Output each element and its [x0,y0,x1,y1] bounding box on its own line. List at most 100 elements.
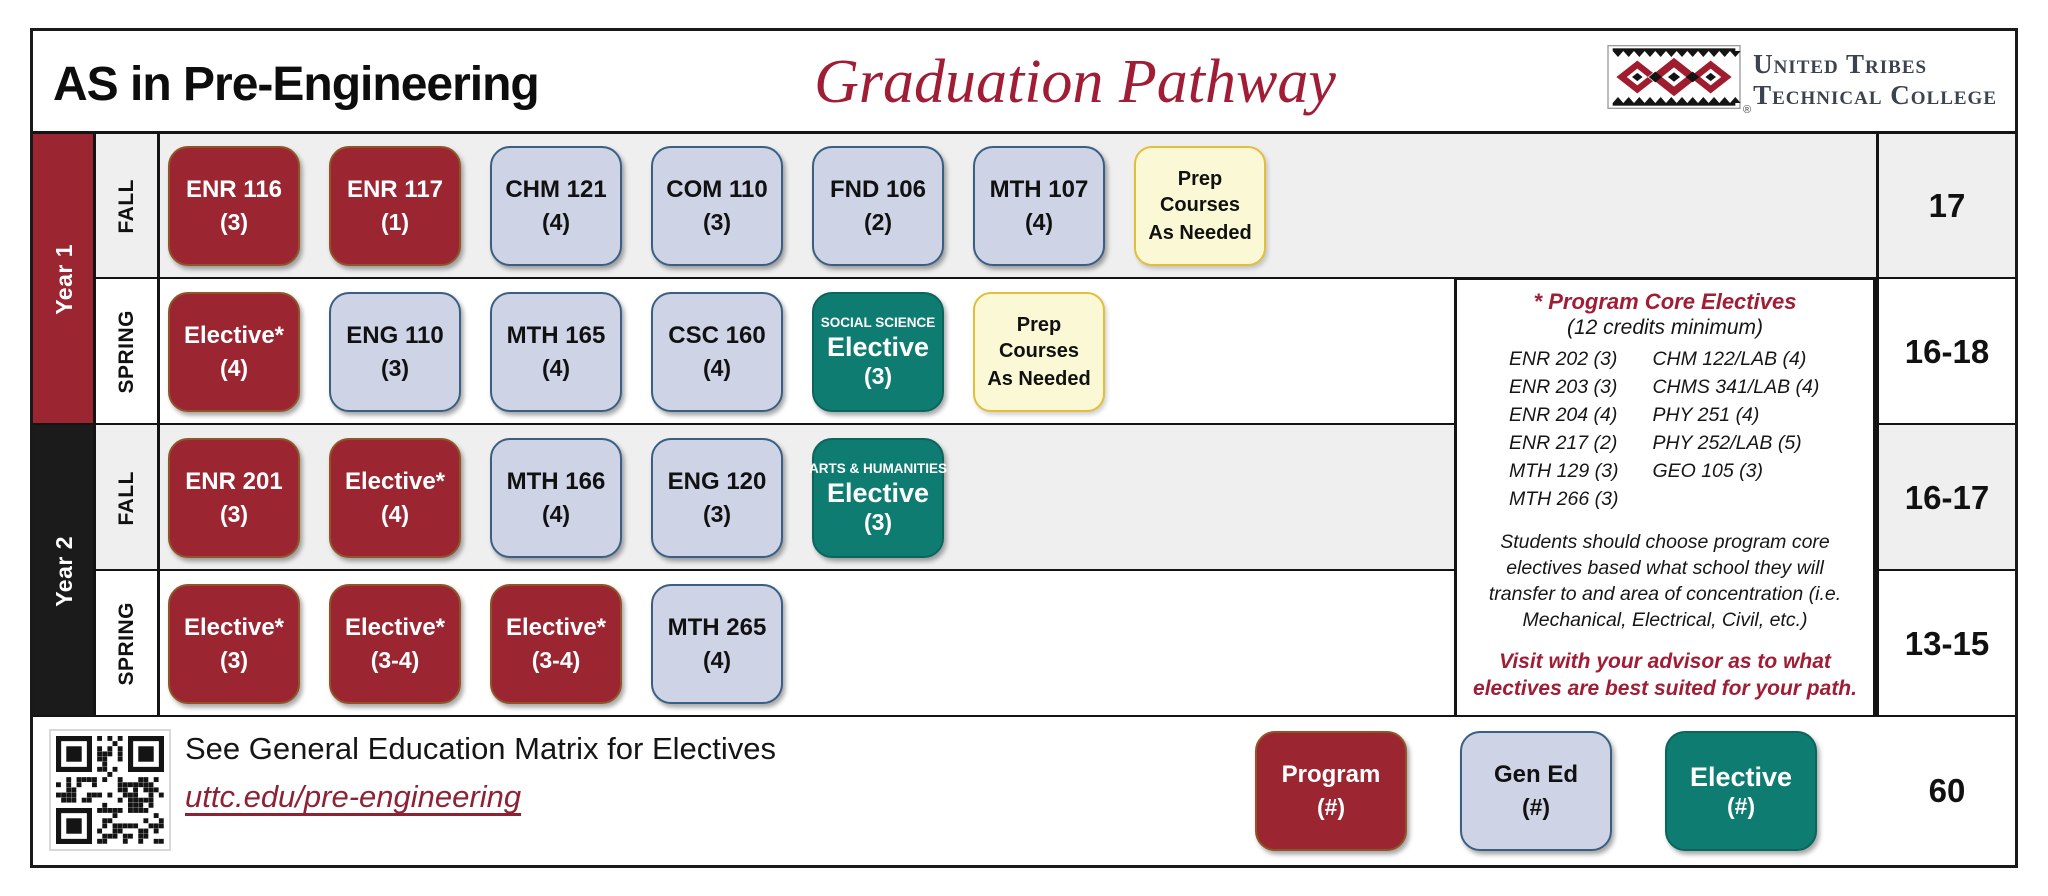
course-card: ENR 116 (3) [168,146,300,266]
course-card: ENG 110 (3) [329,292,461,412]
course-credits: (3) [702,209,732,235]
legend-credits: (#) [1726,793,1756,819]
core-electives-column-2: CHM 122/LAB (4)CHMS 341/LAB (4)PHY 251 (… [1652,345,1819,513]
course-credits: (4) [1024,209,1054,235]
advisor-note: Visit with your advisor as to what elect… [1473,650,1857,700]
course-card: CSC 160 (4) [651,292,783,412]
course-title: ENR 116 [185,176,283,203]
college-name-line2: Technical College [1753,79,1997,110]
header-divider-line [33,131,2015,134]
course-card: MTH 107 (4) [973,146,1105,266]
course-card: ENR 201(3) [168,438,300,558]
course-title: MTH 166 [506,468,606,495]
course-card: MTH 265(4) [651,584,783,704]
course-title: Elective* [344,614,446,641]
course-title: ENG 120 [667,468,767,495]
semester-label: SPRING [115,602,138,686]
course-credits: (3-4) [370,647,420,673]
pathway-subtitle: Graduation Pathway [814,48,1336,116]
row-divider-line [95,569,1454,571]
course-card: FND 106 (2) [812,146,944,266]
year-label: Year 1 [50,243,77,315]
core-elective-item: ENR 203 (3) [1509,376,1618,398]
course-credits: (3) [219,209,249,235]
course-title: Elective* [344,468,446,495]
semester-cell: FALL [95,133,159,279]
row-divider-line [33,423,1454,425]
total-value: 17 [1928,187,1966,224]
course-credits: (3) [380,355,410,381]
qr-code-image [56,736,164,844]
course-title: Elective [826,478,930,508]
legend-credits: (#) [1521,794,1551,820]
row-divider-line [95,277,2015,279]
course-title: MTH 165 [506,322,606,349]
notes-heading: * Program Core Electives [1533,289,1797,314]
course-credits: (1) [380,209,410,235]
semester-cell: SPRING [95,279,159,425]
legend-title: Gen Ed [1493,761,1578,788]
registered-mark: ® [1742,104,1752,116]
college-name-line1: United Tribes [1753,48,1928,79]
course-credits: (4) [702,647,732,673]
semester-cell: FALL [95,425,159,571]
course-card: MTH 166 (4) [490,438,622,558]
semester-column-divider [157,131,160,718]
college-name: United Tribes Technical College [1753,49,1997,111]
course-credits: (4) [541,501,571,527]
elective-category-label: ARTS & HUMANITIES [809,461,947,476]
row-divider-line [1876,423,2015,425]
core-elective-item: CHM 122/LAB (4) [1652,348,1807,370]
course-title: CSC 160 [668,322,766,349]
row-total-credits: 17 [1879,133,2015,279]
course-credits: (4) [541,209,571,235]
year-2-label-block: Year 2 [33,425,95,717]
notes-panel: * Program Core Electives (12 credits min… [1454,277,1876,718]
semester-cell: SPRING [95,571,159,717]
course-title: FND 106 [829,176,927,203]
program-total-credits: 60 [1879,717,2015,865]
course-title: Prep Courses [998,314,1080,362]
core-electives-list: ENR 202 (3)ENR 203 (3)ENR 204 (4)ENR 217… [1509,345,1873,513]
course-card: Elective*(3-4) [490,584,622,704]
row-total-credits: 16-18 [1879,279,2015,425]
page-title: AS in Pre-Engineering [53,58,540,111]
course-card: Elective*(3) [168,584,300,704]
pathway-url-link[interactable]: uttc.edu/pre-engineering [185,779,522,814]
course-card: MTH 165(4) [490,292,622,412]
total-value: 16-18 [1904,333,1990,370]
course-card: Elective* (4) [329,438,461,558]
course-credits: (3) [702,501,732,527]
row-total-credits: 16-17 [1879,425,2015,571]
course-card: Elective* (3-4) [329,584,461,704]
qr-code [49,729,171,851]
course-credits: (4) [380,501,410,527]
course-card: ENG 120 (3) [651,438,783,558]
course-title: CHM 121 [505,176,607,203]
legend-title: Elective [1689,762,1793,792]
course-credits: (3) [219,501,249,527]
core-elective-item: PHY 251 (4) [1652,404,1760,426]
footer-row: See General Education Matrix for Electiv… [33,717,2015,865]
course-title: MTH 107 [989,176,1089,203]
course-title: ENR 117 [346,176,444,203]
core-elective-item: PHY 252/LAB (5) [1652,432,1802,454]
course-credits: As Needed [987,368,1091,390]
legend-card: Program(#) [1255,731,1407,851]
course-credits: (4) [702,355,732,381]
course-card: COM 110(3) [651,146,783,266]
course-credits: (4) [219,355,249,381]
total-value: 16-17 [1904,479,1990,516]
semester-label: SPRING [115,310,138,394]
course-title: ENG 110 [346,322,444,349]
elective-category-label: SOCIAL SCIENCE [820,315,936,330]
total-value: 60 [1928,772,1966,809]
course-credits: (3-4) [531,647,581,673]
course-credits: (3) [219,647,249,673]
course-credits: (2) [863,209,893,235]
totals-column-divider [1876,131,1879,865]
